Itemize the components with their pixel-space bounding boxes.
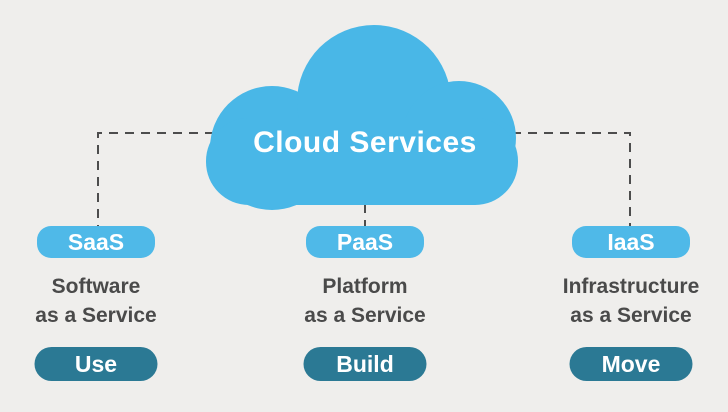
label-iaas-line2: as a Service — [570, 304, 692, 327]
action-use: Use — [34, 347, 158, 381]
badge-paas: PaaS — [306, 226, 424, 258]
action-move: Move — [569, 347, 693, 381]
label-paas-line2: as a Service — [304, 304, 426, 327]
label-iaas-full-name: Infrastructure as a Service — [516, 272, 728, 330]
label-saas-line2: as a Service — [35, 304, 157, 327]
badge-iaas: IaaS — [572, 226, 690, 258]
label-paas-line1: Platform — [322, 275, 408, 298]
label-saas-line1: Software — [51, 275, 141, 298]
cloud-icon — [206, 25, 518, 210]
label-iaas-line1: Infrastructure — [562, 275, 700, 298]
connector-right — [512, 132, 631, 228]
label-paas-full-name: Platform as a Service — [250, 272, 480, 330]
connector-left — [97, 132, 214, 228]
label-saas-full-name: Software as a Service — [0, 272, 211, 330]
action-build: Build — [303, 347, 427, 381]
badge-saas: SaaS — [37, 226, 155, 258]
cloud-title: Cloud Services — [253, 126, 477, 159]
